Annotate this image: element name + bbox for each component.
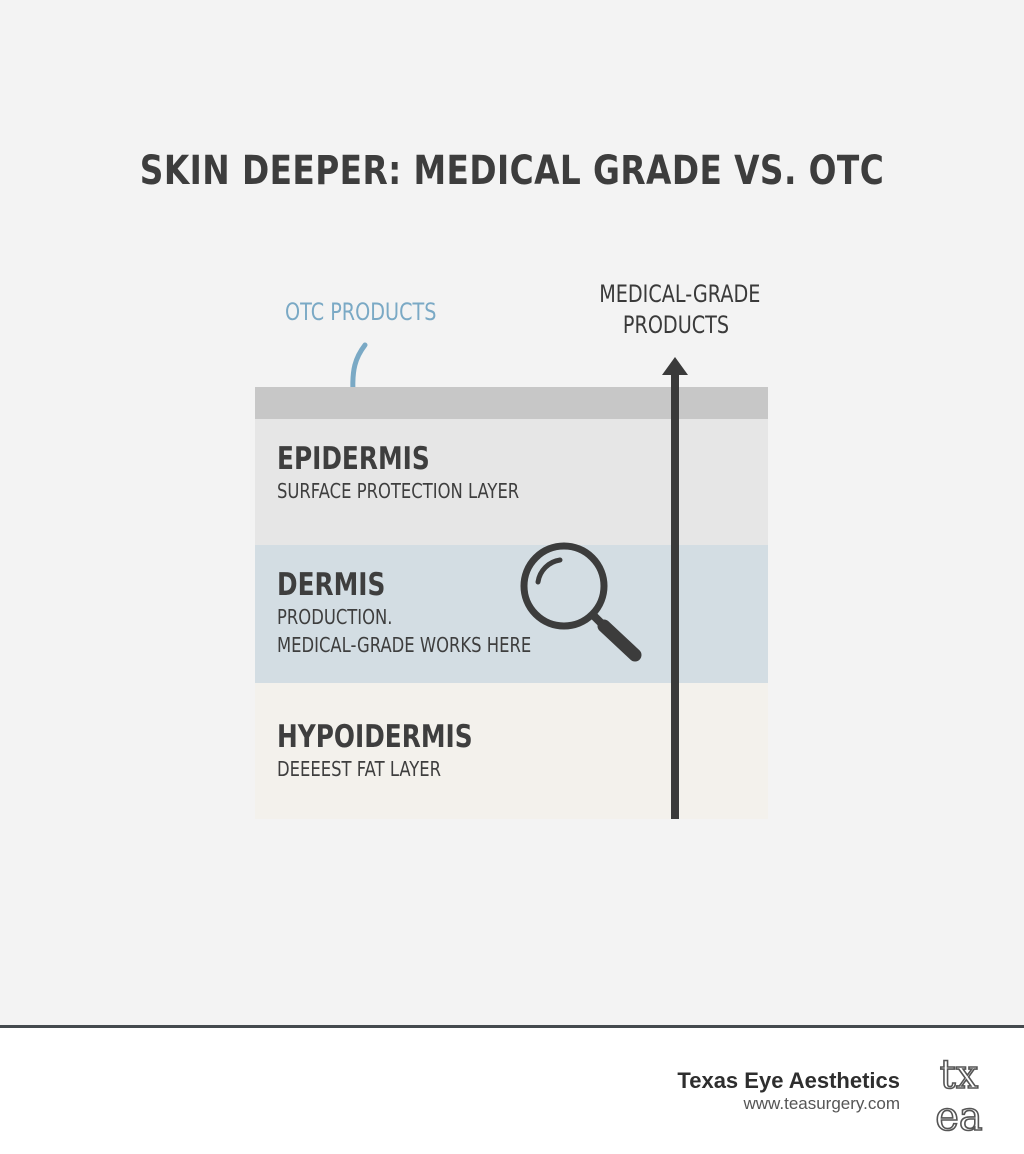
skin-surface-band	[255, 387, 768, 419]
svg-text:ea: ea	[935, 1094, 983, 1136]
up-arrow-icon	[662, 357, 688, 819]
dermis-layer: DERMIS PRODUCTION. MEDICAL-GRADE WORKS H…	[255, 545, 768, 683]
layer-desc-dermis-line1: PRODUCTION.	[277, 605, 393, 629]
epidermis-layer: EPIDERMIS SURFACE PROTECTION LAYER	[255, 419, 768, 545]
layer-name-epidermis: EPIDERMIS	[277, 441, 430, 477]
brand-name: Texas Eye Aesthetics	[677, 1068, 900, 1093]
footer: Texas Eye Aesthetics www.teasurgery.com …	[0, 1025, 1024, 1154]
layer-desc-dermis-line2: MEDICAL-GRADE WORKS HERE	[277, 633, 532, 657]
medical-grade-label: MEDICAL-GRADE PRODUCTS	[599, 279, 761, 341]
medical-grade-label-line1: MEDICAL-GRADE	[599, 280, 761, 308]
svg-text:tx: tx	[940, 1052, 979, 1098]
page-title: SKIN DEEPER: MEDICAL GRADE VS. OTC	[139, 148, 885, 194]
layer-desc-hypodermis: DEEEEST FAT LAYER	[277, 757, 442, 781]
magnifying-glass-icon	[520, 542, 642, 662]
skin-layers-diagram: EPIDERMIS SURFACE PROTECTION LAYER DERMI…	[255, 387, 768, 819]
hypodermis-layer: HYPOIDERMIS DEEEEST FAT LAYER	[255, 683, 768, 819]
brand-url: www.teasurgery.com	[743, 1094, 900, 1113]
otc-products-label: OTC PRODUCTS	[285, 298, 437, 326]
layer-name-dermis: DERMIS	[277, 567, 386, 603]
layer-desc-epidermis: SURFACE PROTECTION LAYER	[277, 479, 520, 503]
layer-name-hypodermis: HYPOIDERMIS	[277, 719, 473, 755]
medical-grade-label-line2: PRODUCTS	[622, 311, 730, 339]
tea-monogram-logo: tx ea	[934, 1052, 983, 1136]
diagram-area: SKIN DEEPER: MEDICAL GRADE VS. OTC OTC P…	[139, 148, 885, 819]
